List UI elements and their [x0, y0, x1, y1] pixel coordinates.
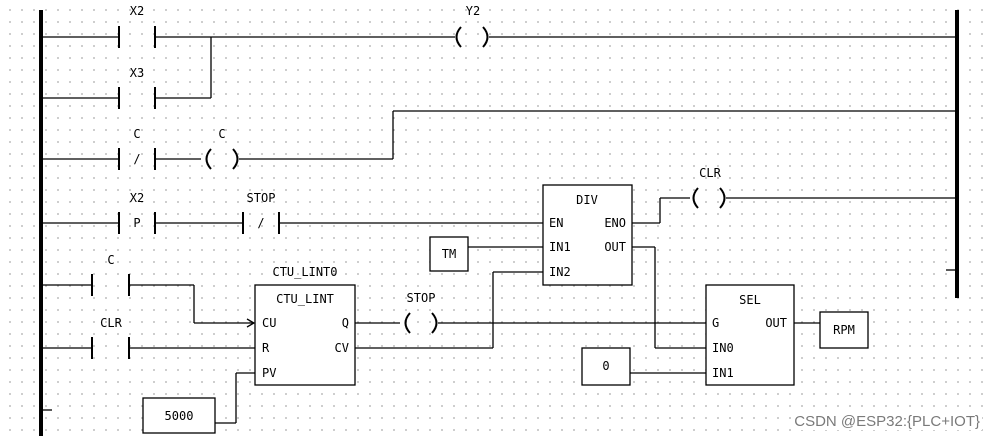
contact-c-cu-label: C	[107, 253, 114, 267]
contact-c-label: C	[133, 127, 140, 141]
sel-pin-out: OUT	[765, 316, 787, 330]
div-block[interactable]	[542, 184, 633, 286]
tm-constant: TM	[442, 247, 456, 261]
rpm-output: RPM	[833, 323, 855, 337]
contact-x2-p-label: X2	[130, 191, 144, 205]
ctu-pin-cv: CV	[335, 341, 349, 355]
rpm-output-box[interactable]	[819, 311, 869, 349]
div-pin-eno: ENO	[604, 216, 626, 230]
zero-constant: 0	[602, 359, 609, 373]
div-title: DIV	[576, 193, 598, 207]
coil-c-label: C	[218, 127, 225, 141]
pv-constant-box[interactable]	[142, 397, 216, 434]
counter-type: CTU_LINT	[276, 292, 334, 306]
sel-pin-in1: IN1	[712, 366, 734, 380]
sel-pin-in0: IN0	[712, 341, 734, 355]
sel-block[interactable]	[705, 284, 795, 386]
ctu-lint-block[interactable]	[254, 284, 356, 386]
pv-constant: 5000	[165, 409, 194, 423]
sel-pin-g: G	[712, 316, 719, 330]
ctu-pin-r: R	[262, 341, 270, 355]
ctu-pin-q: Q	[342, 316, 349, 330]
div-pin-in1: IN1	[549, 240, 571, 254]
contact-x3-label: X3	[130, 66, 144, 80]
zero-constant-box[interactable]	[581, 347, 631, 386]
coil-y2-label: Y2	[466, 4, 480, 18]
coil-clr-label: CLR	[699, 166, 721, 180]
contact-stop-label: STOP	[247, 191, 276, 205]
contact-x2-label: X2	[130, 4, 144, 18]
div-pin-in2: IN2	[549, 265, 571, 279]
contact-clr-label: CLR	[100, 316, 122, 330]
div-pin-out: OUT	[604, 240, 626, 254]
contact-c-symbol: /	[133, 152, 140, 166]
counter-instance-name: CTU_LINT0	[272, 265, 337, 279]
tm-constant-box[interactable]	[429, 236, 469, 272]
coil-stop-label: STOP	[407, 291, 436, 305]
contact-stop-symbol: /	[257, 216, 264, 230]
sel-title: SEL	[739, 293, 761, 307]
watermark: CSDN @ESP32:{PLC+IOT}	[792, 413, 982, 430]
ctu-pin-cu: CU	[262, 316, 276, 330]
div-pin-en: EN	[549, 216, 563, 230]
ctu-pin-pv: PV	[262, 366, 276, 380]
contact-x2-p-symbol: P	[133, 216, 140, 230]
